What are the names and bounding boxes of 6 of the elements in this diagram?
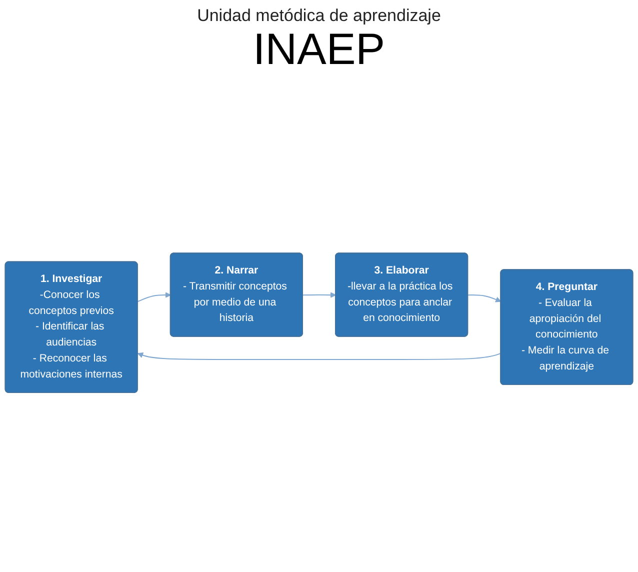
arrow [302, 292, 336, 298]
subtitle-text: Unidad metódica de aprendizaje [197, 6, 441, 26]
arrow [467, 294, 502, 303]
heading-text: INAEP [252, 26, 386, 74]
arrow [137, 292, 171, 302]
arrow [137, 352, 502, 360]
